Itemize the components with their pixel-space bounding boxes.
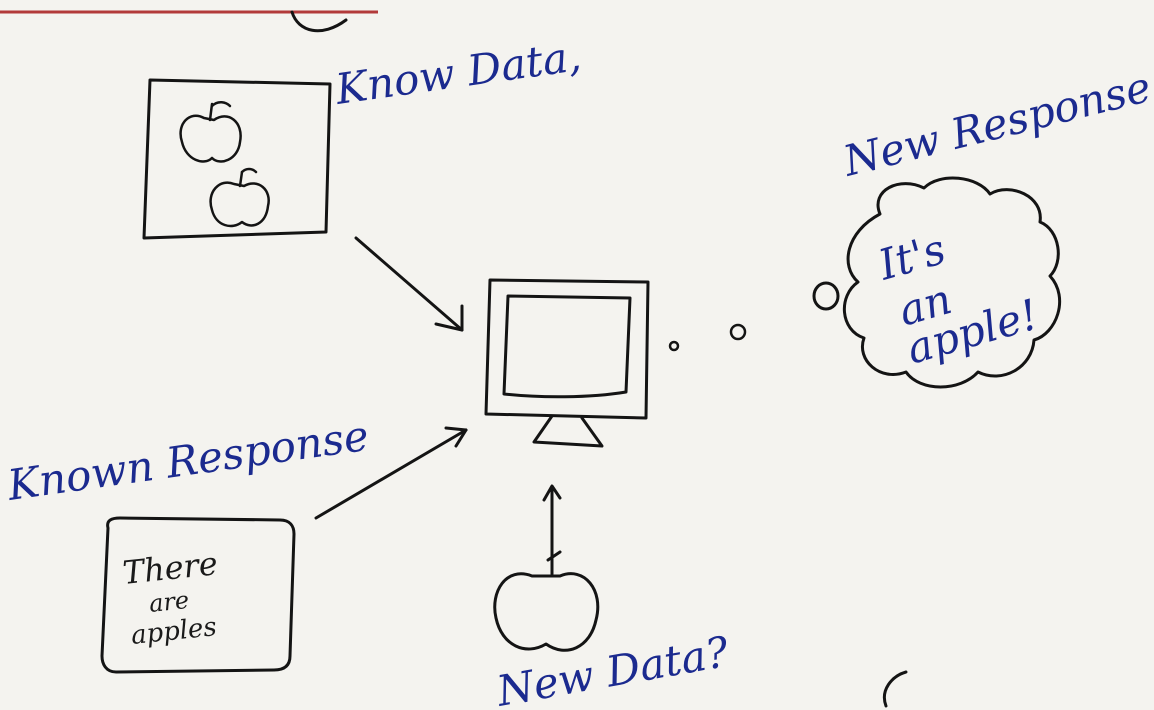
- thought-dots: [668, 281, 840, 352]
- card-line-2: are: [148, 586, 191, 618]
- known-response-label: Known Response: [4, 411, 372, 510]
- new-data-label: New Data?: [492, 627, 732, 710]
- card-line-3: apples: [130, 612, 219, 651]
- thought-bubble: [843, 176, 1062, 389]
- known-data-box: [142, 78, 332, 240]
- card-line-1: There: [121, 544, 220, 592]
- arrow-response-to-model: [314, 426, 468, 520]
- arrow-new-data-to-model: [542, 484, 562, 576]
- stray-stroke: [883, 670, 908, 708]
- known-data-label: Know Data,: [332, 31, 584, 114]
- arrow-data-to-model: [354, 236, 464, 332]
- known-response-card: [100, 516, 296, 674]
- computer-monitor-icon: [484, 278, 650, 448]
- apple-icon: [209, 167, 270, 228]
- apple-icon: [179, 101, 242, 163]
- apple-icon: [493, 572, 600, 652]
- new-response-label: New Response.: [838, 59, 1154, 186]
- stray-stroke: [290, 10, 348, 33]
